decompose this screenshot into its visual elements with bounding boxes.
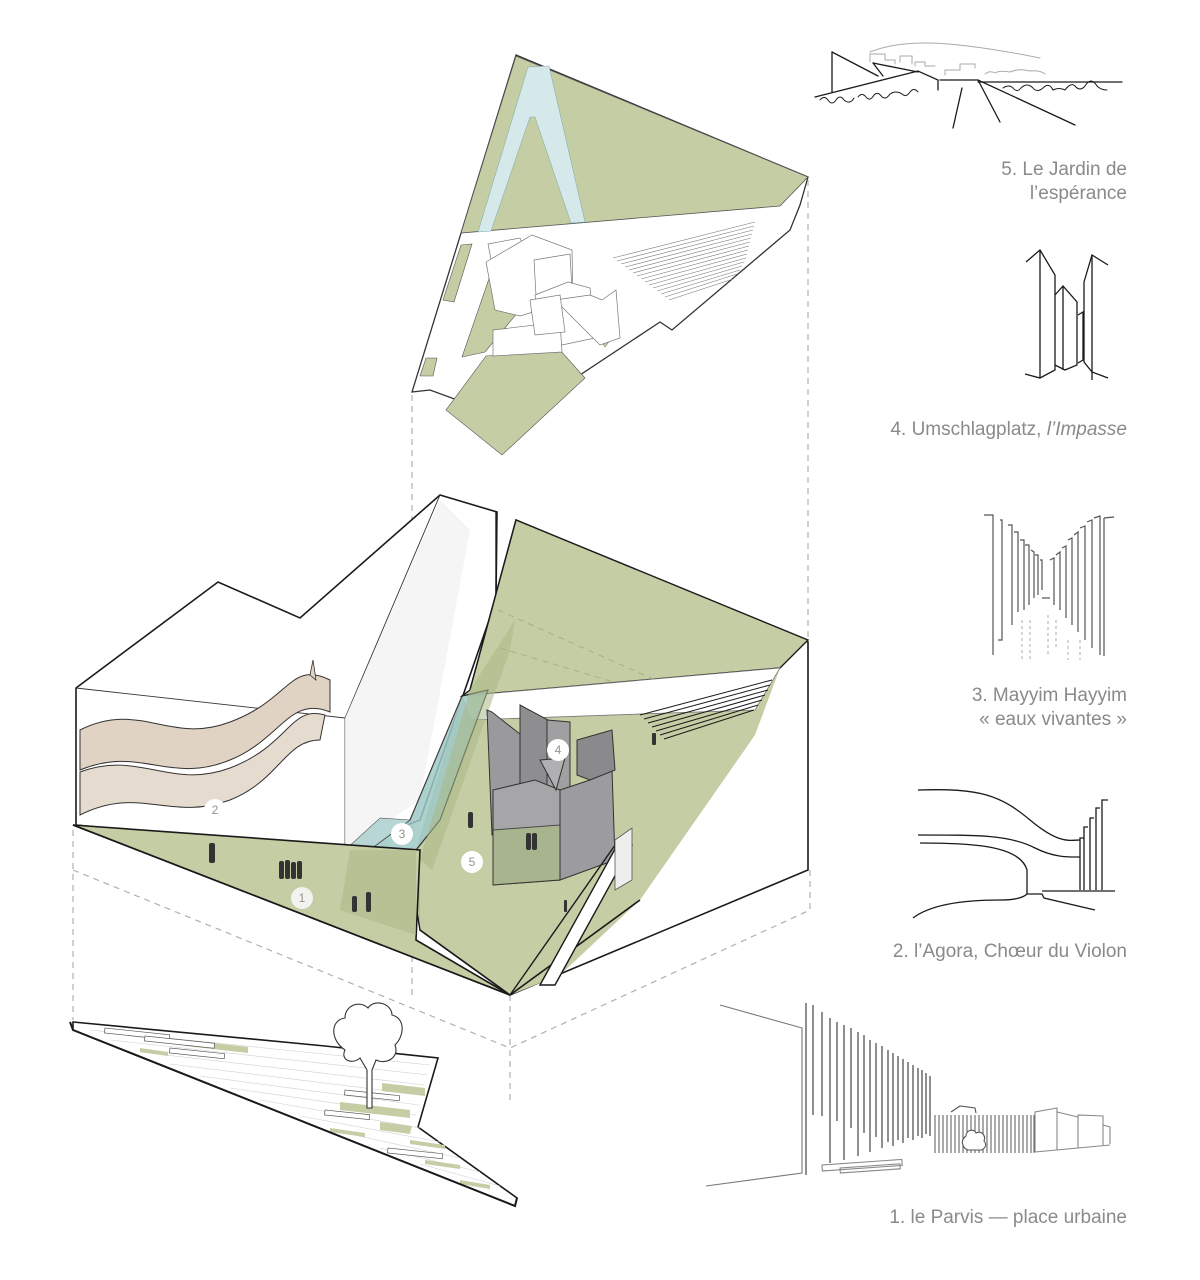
marker-1: 1 bbox=[291, 887, 313, 909]
svg-text:2: 2 bbox=[212, 803, 219, 817]
caption-mayyim: 3. Mayyim Hayyim « eaux vivantes » bbox=[972, 684, 1127, 732]
caption-parvis: 1. le Parvis — place urbaine bbox=[889, 1206, 1127, 1230]
amphitheatre-steps bbox=[612, 221, 756, 301]
marker-2: 2 bbox=[204, 799, 226, 821]
caption-parvis-line1: 1. le Parvis — place urbaine bbox=[889, 1207, 1127, 1228]
marker-4: 4 bbox=[547, 739, 569, 761]
caption-mayyim-line2: « eaux vivantes » bbox=[979, 709, 1127, 730]
top-plan-layer bbox=[411, 54, 809, 456]
main-volume-layer: 1 2 3 4 5 bbox=[72, 494, 810, 996]
water-corridor-sketch bbox=[984, 514, 1115, 660]
caption-mayyim-line1: 3. Mayyim Hayyim bbox=[971, 685, 1127, 706]
svg-text:5: 5 bbox=[469, 855, 476, 869]
courtyard-steps bbox=[639, 679, 773, 740]
marker-3: 3 bbox=[391, 823, 413, 845]
svg-text:1: 1 bbox=[299, 891, 306, 905]
svg-text:3: 3 bbox=[399, 827, 406, 841]
violin-wall bbox=[79, 674, 331, 771]
caption-umschlagplatz-italic: l’Impasse bbox=[1046, 419, 1127, 440]
water-canal bbox=[477, 65, 586, 233]
memorial-plan-outline bbox=[485, 234, 621, 357]
parvis-fence-sketch bbox=[705, 1003, 1111, 1187]
violin-wall-sketch bbox=[912, 789, 1115, 919]
caption-jardin: 5. Le Jardin de l’espérance bbox=[1001, 158, 1127, 206]
impasse-walls-sketch bbox=[1024, 249, 1109, 380]
garden-roof-plane bbox=[459, 519, 810, 697]
parvis-plan-layer bbox=[69, 1002, 518, 1208]
tree-icon bbox=[333, 1002, 403, 1109]
garden-panorama-sketch bbox=[814, 42, 1123, 129]
people-silhouettes bbox=[209, 733, 656, 912]
svg-text:4: 4 bbox=[555, 743, 562, 757]
caption-agora: 2. l’Agora, Chœur du Violon bbox=[893, 940, 1127, 964]
caption-umschlagplatz-prefix: 4. Umschlagplatz, bbox=[890, 419, 1047, 440]
caption-agora-line1: 2. l’Agora, Chœur du Violon bbox=[892, 941, 1127, 962]
memorial-walls bbox=[486, 704, 616, 886]
caption-jardin-line2: l’espérance bbox=[1029, 183, 1127, 204]
marker-5: 5 bbox=[461, 851, 483, 873]
caption-umschlagplatz: 4. Umschlagplatz, l’Impasse bbox=[890, 418, 1127, 442]
caption-jardin-line1: 5. Le Jardin de bbox=[1001, 159, 1127, 180]
